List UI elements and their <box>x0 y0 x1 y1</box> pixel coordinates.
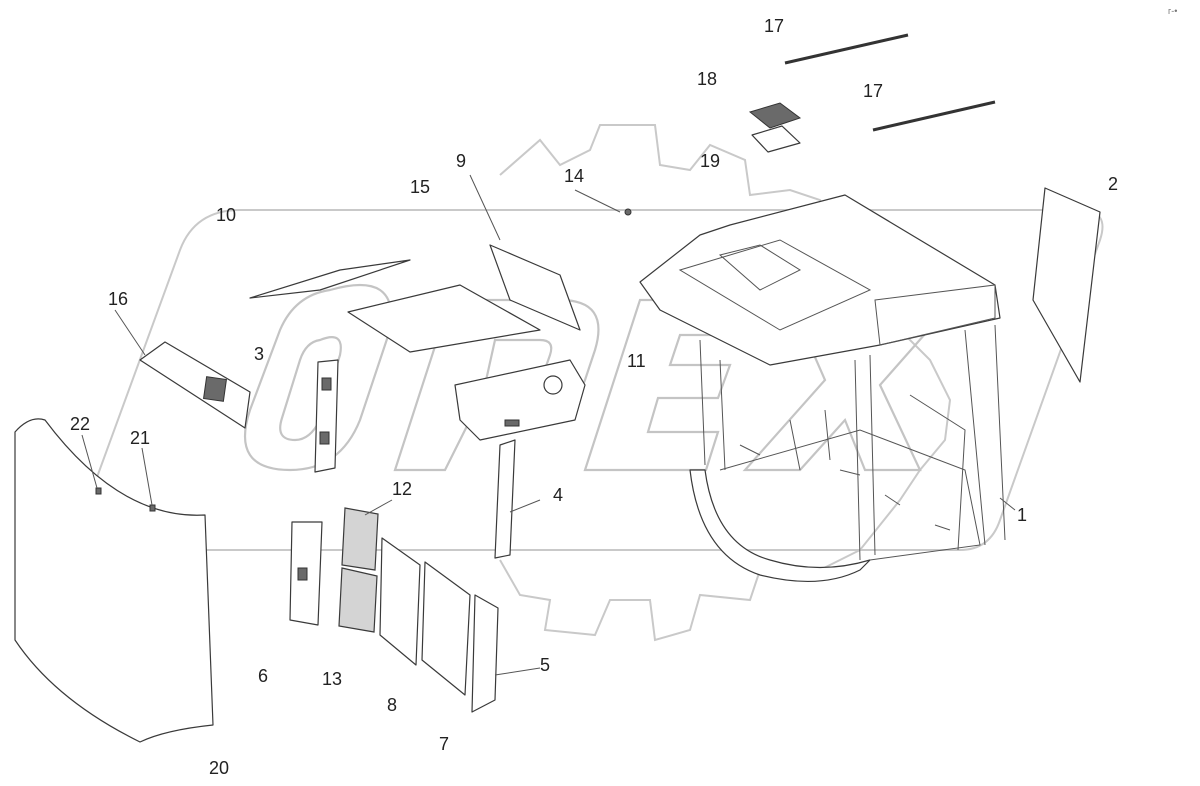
callout-10: 10 <box>216 205 236 225</box>
part-11-plate <box>454 359 586 441</box>
callout-1: 1 <box>1017 505 1027 525</box>
callout-14: 14 <box>564 166 584 186</box>
callout-21: 21 <box>130 428 150 448</box>
part-8-trim-panel <box>379 537 421 666</box>
part-16-console <box>139 341 251 429</box>
corner-note: г-• <box>1168 6 1177 16</box>
part-19-vent-frame <box>751 125 801 153</box>
part-15-headliner <box>347 284 541 353</box>
part-13-pane <box>338 567 378 633</box>
callout-11: 11 <box>627 351 646 371</box>
part-9-roof-panel <box>489 244 581 331</box>
part-2-rear-panel <box>1032 187 1101 383</box>
callout-2: 2 <box>1108 174 1118 194</box>
callout-5: 5 <box>540 655 550 675</box>
part-1-cab-frame <box>639 194 1006 583</box>
part-12-pane <box>341 507 379 571</box>
callout-3: 3 <box>254 344 264 364</box>
callout-9: 9 <box>456 151 466 171</box>
callout-8: 8 <box>387 695 397 715</box>
callout-7: 7 <box>439 734 449 754</box>
callout-15: 15 <box>410 177 430 197</box>
part-7-trim-panel <box>421 561 471 696</box>
callout-16: 16 <box>108 289 128 309</box>
part-18-vent <box>748 102 802 129</box>
part-22-hardware <box>95 487 102 495</box>
callout-labels: 1 2 3 4 5 6 7 8 9 10 11 12 13 14 15 16 1… <box>70 6 1177 778</box>
callout-4: 4 <box>553 485 563 505</box>
part-3-bracket <box>314 359 339 473</box>
callout-18: 18 <box>697 69 717 89</box>
part-14-clip <box>624 208 632 216</box>
part-6-panel <box>289 521 323 626</box>
part-21-hardware <box>149 504 156 512</box>
callout-17-lower: 17 <box>863 81 883 101</box>
leader-lines <box>81 174 1016 676</box>
part-10-roof-strip <box>249 259 411 299</box>
callout-6: 6 <box>258 666 268 686</box>
part-5-side-panel <box>471 594 499 713</box>
callout-22: 22 <box>70 414 90 434</box>
part-4-strip <box>494 439 516 559</box>
callout-19: 19 <box>700 151 720 171</box>
watermark-gear <box>499 124 952 642</box>
callout-12: 12 <box>392 479 412 499</box>
part-17-rod-upper <box>784 33 909 65</box>
callout-17-upper: 17 <box>764 16 784 36</box>
callout-20: 20 <box>209 758 229 778</box>
part-20-curved-door <box>14 418 214 743</box>
callout-13: 13 <box>322 669 342 689</box>
part-17-rod-lower <box>872 100 996 132</box>
